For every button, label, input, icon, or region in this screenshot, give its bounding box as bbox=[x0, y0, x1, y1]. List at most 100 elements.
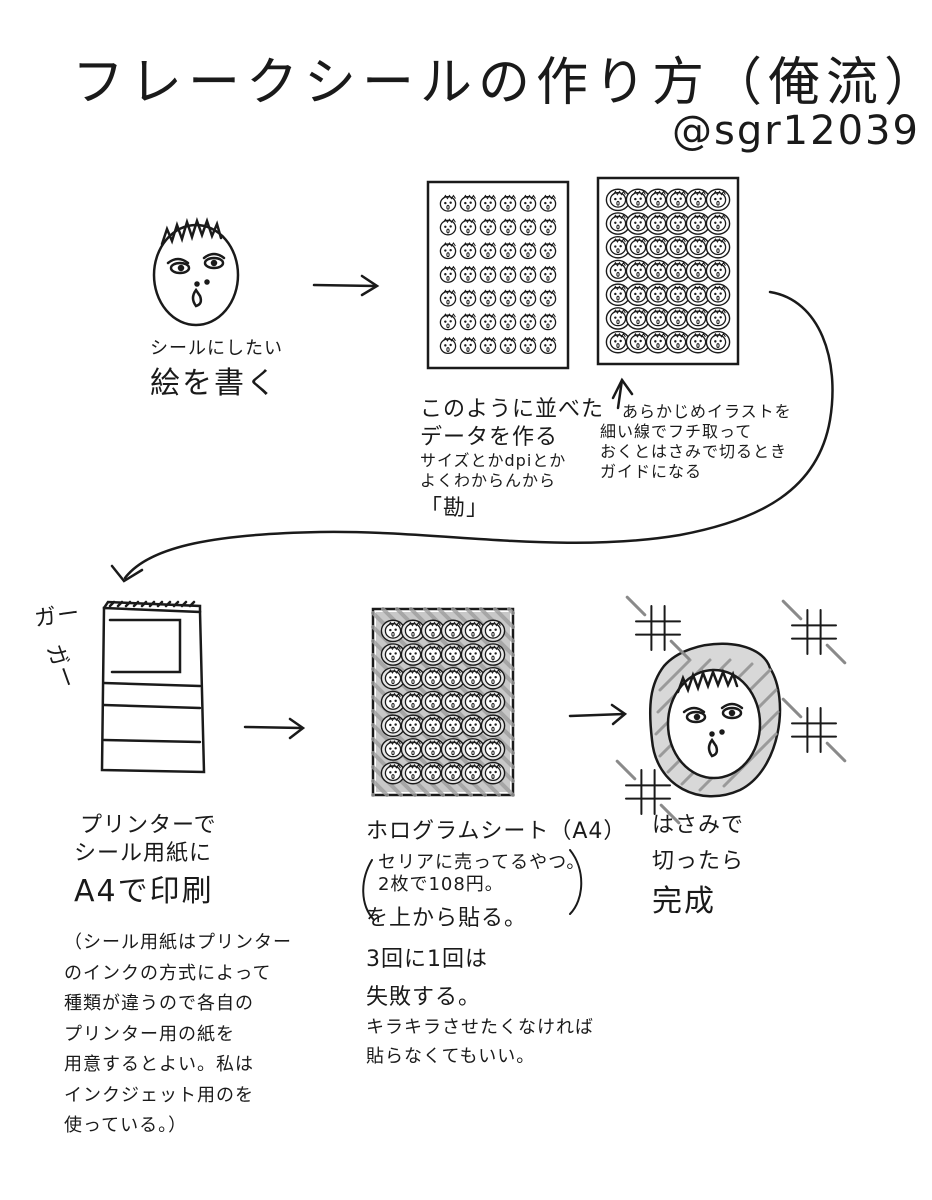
caption-hologram-line5: キラキラさせたくなければ bbox=[366, 1017, 626, 1040]
sticker-face bbox=[440, 243, 455, 259]
sticker-face bbox=[706, 237, 729, 258]
sticker-face bbox=[540, 314, 555, 330]
sparkle bbox=[627, 597, 689, 659]
sticker-face bbox=[460, 196, 475, 212]
caption-cut-line1: はさみで bbox=[652, 812, 744, 840]
caption-data-line2: データを作る bbox=[420, 424, 604, 452]
caption-outline-line4: ガイドになる bbox=[600, 462, 792, 482]
caption-hologram-aside2: 2枚で108円。 bbox=[366, 874, 626, 897]
sticker-face bbox=[540, 290, 555, 306]
sticker-face bbox=[540, 219, 555, 235]
caption-hologram-line6: 貼らなくてもいい。 bbox=[366, 1046, 626, 1069]
sticker-face bbox=[480, 314, 495, 330]
sticker-face bbox=[500, 290, 515, 306]
caption-print-note1: （シール用紙はプリンター bbox=[64, 932, 292, 955]
sticker-face bbox=[480, 243, 495, 259]
face-drawing bbox=[154, 221, 238, 325]
caption-print-line3: A4で印刷 bbox=[74, 873, 217, 911]
sticker-face bbox=[460, 314, 475, 330]
sticker-face bbox=[460, 243, 475, 259]
arrow-right-1 bbox=[314, 276, 377, 295]
arrow-right-2 bbox=[245, 719, 303, 738]
caption-print-line1: プリンターで bbox=[74, 812, 217, 840]
caption-data-line4: よくわからんから bbox=[420, 471, 604, 491]
printer-drawing bbox=[102, 602, 204, 772]
caption-outline-line2: 細い線でフチ取って bbox=[600, 422, 792, 442]
caption-data: このように並べた データを作る サイズとかdpiとか よくわからんから 「勘」 bbox=[420, 396, 604, 523]
caption-hologram-line1: ホログラムシート（A4） bbox=[366, 818, 626, 846]
caption-print-note5: 用意するとよい。私は bbox=[64, 1054, 292, 1077]
sticker-face bbox=[440, 219, 455, 235]
sticker-face bbox=[460, 267, 475, 283]
arrow-right-3 bbox=[570, 705, 625, 724]
sticker-face bbox=[480, 338, 495, 354]
sticker-face bbox=[500, 243, 515, 259]
caption-cut-line3: 完成 bbox=[652, 883, 744, 921]
sticker-face bbox=[706, 284, 729, 305]
sticker-face bbox=[481, 739, 504, 760]
sticker-face bbox=[520, 243, 535, 259]
caption-print-note2: のインクの方式によって bbox=[64, 963, 292, 986]
sheet-hologram bbox=[373, 609, 513, 795]
caption-print-note4: プリンター用の紙を bbox=[64, 1024, 292, 1047]
caption-hologram-line2: を上から貼る。 bbox=[366, 905, 626, 933]
caption-draw-line1: シールにしたい bbox=[150, 338, 283, 361]
sticker-face bbox=[500, 314, 515, 330]
sticker-face bbox=[520, 267, 535, 283]
sheet-stickers bbox=[428, 182, 568, 368]
sticker-face bbox=[440, 267, 455, 283]
sticker-face bbox=[481, 668, 504, 689]
sticker-face bbox=[460, 338, 475, 354]
sticker-face bbox=[706, 332, 729, 353]
caption-outline-line1: あらかじめイラストを bbox=[600, 402, 792, 422]
sticker-face bbox=[440, 314, 455, 330]
sticker-face bbox=[500, 219, 515, 235]
sticker-face bbox=[440, 338, 455, 354]
sticker-face bbox=[520, 290, 535, 306]
sparkle bbox=[783, 699, 845, 761]
caption-data-line5: 「勘」 bbox=[420, 495, 604, 523]
sticker-face bbox=[540, 267, 555, 283]
sticker-face bbox=[500, 267, 515, 283]
sticker-face bbox=[706, 213, 729, 234]
caption-draw: シールにしたい 絵を書く bbox=[150, 338, 283, 402]
finished-sticker bbox=[650, 644, 780, 797]
sticker-face bbox=[440, 196, 455, 212]
caption-print-note7: 使っている。） bbox=[64, 1115, 292, 1138]
sticker-face bbox=[481, 715, 504, 736]
caption-outline-line3: おくとはさみで切るとき bbox=[600, 442, 792, 462]
caption-hologram: ホログラムシート（A4） セリアに売ってるやつ。 2枚で108円。 を上から貼る… bbox=[366, 818, 626, 1068]
sticker-face bbox=[460, 219, 475, 235]
sticker-face bbox=[500, 196, 515, 212]
sticker-face bbox=[480, 267, 495, 283]
sticker-face bbox=[440, 290, 455, 306]
caption-draw-line2: 絵を書く bbox=[150, 365, 283, 403]
caption-hologram-line4: 失敗する。 bbox=[366, 984, 626, 1012]
sticker-face bbox=[706, 189, 729, 210]
sticker-face bbox=[480, 196, 495, 212]
sticker-face bbox=[540, 243, 555, 259]
sticker-face bbox=[480, 290, 495, 306]
sticker-face bbox=[520, 314, 535, 330]
caption-print-note3: 種類が違うので各自の bbox=[64, 993, 292, 1016]
sticker-face bbox=[540, 338, 555, 354]
caption-hologram-line3: 3回に1回は bbox=[366, 946, 626, 974]
caption-data-line3: サイズとかdpiとか bbox=[420, 451, 604, 471]
sticker-face bbox=[500, 338, 515, 354]
sticker-face bbox=[706, 308, 729, 329]
caption-cut: はさみで 切ったら 完成 bbox=[652, 812, 744, 921]
sticker-face bbox=[540, 196, 555, 212]
sticker-face bbox=[481, 620, 504, 641]
caption-print: プリンターで シール用紙に A4で印刷 bbox=[74, 812, 217, 911]
sticker-face bbox=[480, 219, 495, 235]
sticker-face bbox=[520, 219, 535, 235]
sparkle bbox=[783, 601, 845, 663]
caption-print-line2: シール用紙に bbox=[74, 840, 217, 868]
sticker-face bbox=[520, 338, 535, 354]
sticker-face bbox=[481, 691, 504, 712]
sticker-face bbox=[481, 644, 504, 665]
sticker-face bbox=[706, 260, 729, 281]
sheet-outlined bbox=[598, 178, 738, 364]
sticker-face bbox=[520, 196, 535, 212]
